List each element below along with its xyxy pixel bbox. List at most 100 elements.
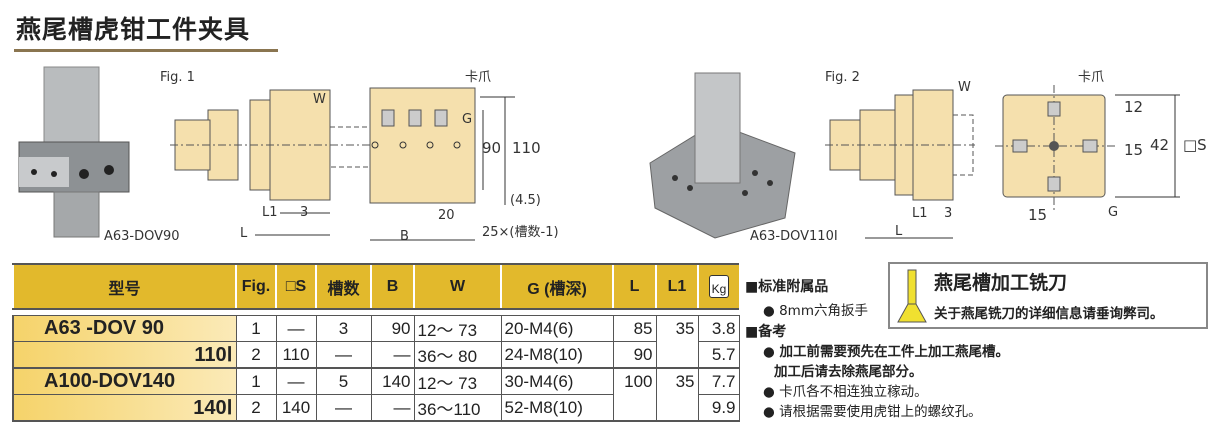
s-cell: 140 [275,394,317,422]
accessory-item: ● 8mm六角扳手 [763,303,868,319]
g-cell: 30-M4(6) [500,367,614,395]
title-divider [14,49,278,52]
l-cell: 85 [612,315,657,342]
b-cell: 140 [370,367,415,395]
col-b: B [370,263,414,310]
fig2-front-view [995,85,1180,210]
accessories-heading: ■标准附属品 [745,279,829,295]
fig-cell: 1 [235,367,277,395]
model-cell: 110Ⅰ [12,341,237,369]
fig2-label: Fig. 2 [825,70,860,85]
slots-cell: — [315,341,372,369]
note-text: 加工后请去除燕尾部分。 [774,364,923,380]
kg-cell: 9.9 [697,394,740,422]
dim-90: 90 [482,139,502,157]
b-cell: 90 [370,315,415,342]
fig2-dim-l: L [895,224,903,239]
model-cell: 140Ⅰ [12,394,237,422]
col-g: G (槽深) [500,263,613,310]
col-w: W [413,263,501,310]
l1-cell: 35 [655,315,699,342]
col-fig: Fig. [235,263,276,310]
label-g: G [462,112,473,127]
l-cell: 100 [612,367,657,395]
s-cell: 110 [275,341,317,369]
table-row: 110Ⅰ 2 110 — — 36～ 80 24-M8(10) 90 5.7 [12,341,740,369]
photo-caption-fig1: A63-DOV90 [104,229,180,244]
note-item: ● 请根据需要使用虎钳上的螺纹孔。 [763,404,982,420]
col-l1: L1 [655,263,698,310]
slots-cell: 5 [315,367,372,395]
l1-cell: 35 [655,367,699,395]
kg-cell: 3.8 [697,315,740,342]
dim-l: L [240,226,248,241]
spec-table: A63 -DOV 90 1 — 3 90 12～ 73 20-M4(6) 85 … [12,315,740,422]
col-s: □S [275,263,316,310]
dim-pitch: 25×(槽数-1) [482,225,559,240]
col-slots: 槽数 [315,263,371,310]
fig2-side-view [825,89,975,239]
fig2-dim-w: W [958,80,971,95]
notes-heading: ■备考 [745,324,787,340]
dovetail-cutter-box: 燕尾槽加工铣刀 关于燕尾铣刀的详细信息请垂询弊司。 [888,262,1208,329]
note-text: 卡爪各不相连独立稼动。 [779,384,928,400]
dim-s: □S [1183,136,1207,154]
weight-icon: Kg [708,275,730,298]
dim-20: 20 [438,208,455,223]
model-cell: A63 -DOV 90 [12,315,237,342]
fig-cell: 2 [235,341,277,369]
page-title: 燕尾槽虎钳工件夹具 [16,15,251,44]
fig1-label: Fig. 1 [160,70,195,85]
dim-15: 15 [1124,141,1144,159]
photo-caption-fig2: A63-DOV110Ⅰ [750,229,838,244]
g-cell: 24-M8(10) [500,341,614,369]
fig1-front-view [369,87,515,241]
notes-section: ■备考 ● 加工前需要预先在工件上加工燕尾槽。 加工后请去除燕尾部分。 ● 卡爪… [745,322,1075,422]
table-row: A63 -DOV 90 1 — 3 90 12～ 73 20-M4(6) 85 … [12,315,740,342]
l1-cell [655,341,699,369]
fig2-label-jaw: 卡爪 [1078,70,1105,85]
dim-12: 12 [1124,98,1144,116]
dim-b: B [400,229,409,244]
col-l: L [612,263,656,310]
s-cell: — [275,367,317,395]
s-cell: — [275,315,317,342]
l1-cell [655,394,699,422]
product-photo-dov90 [18,66,130,238]
b-cell: — [370,394,415,422]
fig-cell: 1 [235,315,277,342]
l-cell [612,394,657,422]
cutter-text: 关于燕尾铣刀的详细信息请垂询弊司。 [934,306,1164,322]
label-jaw: 卡爪 [465,70,492,85]
fig1-side-view [170,89,415,236]
col-weight: Kg [697,263,739,310]
table-row: A100-DOV140 1 — 5 140 12～ 73 30-M4(6) 10… [12,367,740,395]
dovetail-cutter-icon [897,269,927,323]
w-cell: 36～110 [413,394,502,422]
accessory-text: 8mm六角扳手 [779,303,868,319]
w-cell: 12～ 73 [413,315,502,342]
fig2-label-g: G [1108,205,1119,220]
kg-cell: 7.7 [697,367,740,395]
kg-cell: 5.7 [697,341,740,369]
accessories-section: ■标准附属品 ● 8mm六角扳手 [745,276,885,319]
model-cell: A100-DOV140 [12,367,237,395]
w-cell: 12～ 73 [413,367,502,395]
col-model: 型号 [12,263,236,310]
dim-110: 110 [512,139,541,157]
dim-l1: L1 [262,205,278,220]
g-cell: 52-M8(10) [500,394,614,422]
table-row: 140Ⅰ 2 140 — — 36～110 52-M8(10) 9.9 [12,394,740,422]
w-cell: 36～ 80 [413,341,502,369]
dim-42: 42 [1150,136,1170,154]
b-cell: — [370,341,415,369]
note-item: ● 加工前需要预先在工件上加工燕尾槽。 [763,344,1009,360]
l-cell: 90 [612,341,657,369]
slots-cell: 3 [315,315,372,342]
note-text: 加工前需要预先在工件上加工燕尾槽。 [779,344,1009,360]
dim-w: W [313,92,326,107]
spec-table-header: 型号 Fig. □S 槽数 B W G (槽深) L L1 Kg [12,263,739,310]
dim-3: 3 [300,205,309,220]
note-item: ● 卡爪各不相连独立稼动。 [763,384,928,400]
fig2-dim-l1: L1 [912,206,928,221]
